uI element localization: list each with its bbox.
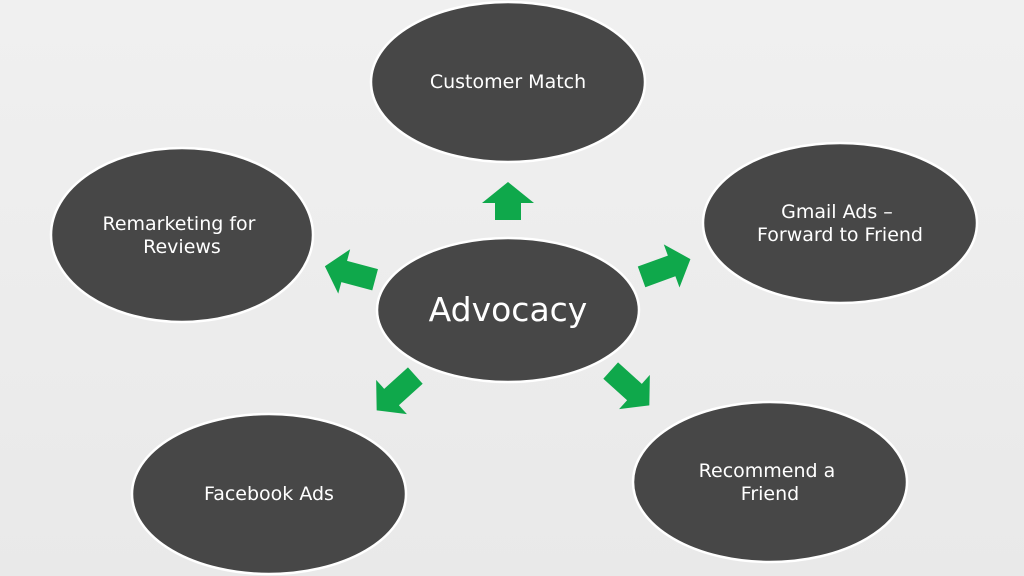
svg-text:Customer Match: Customer Match <box>430 71 586 93</box>
arrow-to-remarketing-reviews <box>324 249 378 294</box>
node-customer-match: Customer Match <box>369 0 647 164</box>
node-label-line: Recommend a <box>699 460 836 482</box>
svg-text:Gmail Ads – Forward to: Gmail Ads – Forward to Friend <box>757 201 923 246</box>
node-ellipse <box>701 141 979 305</box>
node-gmail-ads: Gmail Ads – Forward to Friend <box>701 141 979 305</box>
node-ellipse <box>631 400 909 564</box>
node-label-line: Remarketing for <box>102 213 255 235</box>
arrow-to-customer-match <box>482 182 534 220</box>
node-label-line: Customer Match <box>430 71 586 93</box>
node-facebook-ads: Facebook Ads <box>130 412 408 576</box>
node-label-line: Facebook Ads <box>204 483 334 505</box>
center-ellipse <box>375 236 641 384</box>
arrow-group <box>324 182 691 415</box>
node-label-line: Friend <box>741 483 799 505</box>
node-ellipse <box>369 0 647 164</box>
arrow-to-recommend-friend <box>603 362 650 410</box>
svg-text:Facebook Ads: Facebook Ads <box>204 483 334 505</box>
node-remarketing-reviews: Remarketing for Reviews <box>49 146 315 324</box>
center-node-advocacy: Advocacy <box>375 236 641 384</box>
svg-text:Recommend a Friend: Recommend a Friend <box>699 460 842 505</box>
svg-text:Remarketing for Review: Remarketing for Reviews <box>102 213 261 258</box>
node-recommend-friend: Recommend a Friend <box>631 400 909 564</box>
node-label-line: Gmail Ads – <box>781 201 893 223</box>
node-ellipse <box>130 412 408 576</box>
arrow-to-gmail-ads <box>637 244 691 288</box>
node-ellipse <box>49 146 315 324</box>
node-label-line: Forward to Friend <box>757 224 923 246</box>
arrow-to-facebook-ads <box>376 367 423 415</box>
center-label: Advocacy <box>429 290 588 329</box>
node-label-line: Reviews <box>143 236 221 258</box>
